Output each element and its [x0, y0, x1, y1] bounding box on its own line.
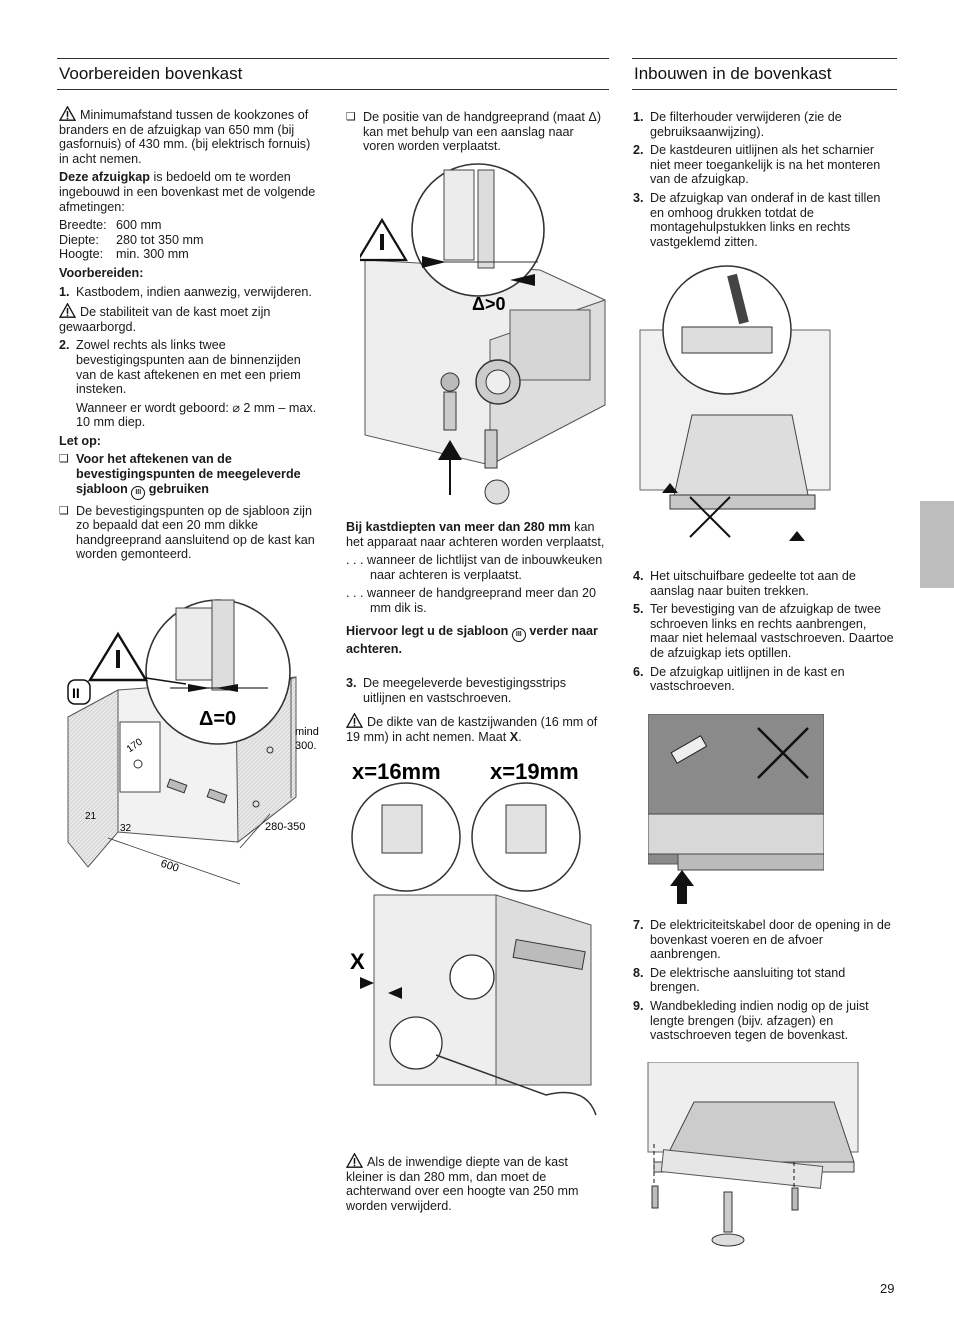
column-2-top: ❑De positie van de handgreeprand (maat Δ…	[346, 110, 608, 158]
header-rule-bottom-right	[632, 89, 897, 90]
figure-wall-cladding	[644, 1062, 860, 1250]
figure-cabinet-template: Δ=0 II mind 300. 600 280-350 170 21 32	[58, 592, 328, 897]
list-item: 1.De filterhouder verwijderen (zie de ge…	[633, 110, 842, 139]
section-title-voorbereiden: Voorbereiden bovenkast	[59, 64, 243, 83]
list-item: 5.Ter bevestiging van de afzuigkap de tw…	[633, 602, 894, 660]
label-dim-32: 32	[120, 823, 132, 834]
figure-mounting-strips: x=16mm x=19mm X	[346, 755, 611, 1130]
label-delta-greater-zero: Δ>0	[472, 294, 505, 314]
label-dim-21: 21	[85, 811, 97, 822]
dots-item: . . . wanneer de lichtlijst van de inbou…	[346, 553, 603, 582]
list-item: 2.Zowel rechts als links twee bevestigin…	[59, 338, 301, 397]
deep-text: kan het apparaat naar achteren worden ve…	[346, 520, 605, 549]
list-item: 3.De afzuigkap van onderaf in de kast ti…	[633, 190, 881, 249]
prep-title: Voorbereiden:	[59, 265, 144, 280]
dim-row: Breedte:600 mm	[59, 218, 162, 233]
list-item: 9.Wandbekleding indien nodig op de juist…	[633, 998, 869, 1043]
label-x16: x=16mm	[352, 759, 441, 784]
warning-minimum-distance: Minimumafstand tussen de kookzones of br…	[59, 108, 311, 166]
figure-hood-screws	[648, 714, 824, 906]
dim-row: Hoogte:min. 300 mm	[59, 247, 189, 262]
label-depth-280-350: 280-350	[265, 821, 305, 833]
column-3-top: 1.De filterhouder verwijderen (zie de ge…	[633, 110, 895, 253]
screw-icon	[484, 429, 498, 469]
warning-icon	[346, 713, 363, 729]
dots-item: . . . wanneer de handgreeprand meer dan …	[346, 586, 596, 615]
list-item: 6.De afzuigkap uitlijnen in de kast en v…	[633, 664, 845, 694]
column-1: Minimumafstand tussen de kookzones of br…	[59, 106, 321, 566]
intro-text: is bedoeld om te worden ingebouwd in een…	[59, 170, 316, 214]
list-item: 2.De kastdeuren uitlijnen als het scharn…	[633, 143, 881, 187]
checkbox-icon: ❑	[59, 504, 69, 517]
label-x: X	[350, 949, 365, 974]
intro-bold: Deze afzuigkap	[59, 170, 150, 185]
screw-icon	[723, 1191, 733, 1233]
warning-stability: De stabiliteit van de kast moet zijn gew…	[59, 305, 271, 334]
dim-row: Diepte:280 tot 350 mm	[59, 232, 204, 247]
side-tab-marker	[920, 501, 954, 588]
label-mind: mind	[295, 726, 319, 738]
warning-icon	[346, 1153, 363, 1168]
figure-handle-offset: Δ>0	[360, 160, 615, 505]
screw-icon	[670, 735, 708, 764]
cladding-panel	[660, 1149, 824, 1189]
list-item: 1.Kastbodem, indien aanwezig, verwijdere…	[59, 284, 312, 299]
label-template-number: II	[72, 685, 80, 701]
template-sheet	[119, 721, 161, 793]
template-badge-icon	[67, 679, 91, 705]
header-rule-bottom-left	[57, 89, 609, 90]
label-mind-value: 300.	[295, 740, 316, 752]
list-item: 8.De elektrische aansluiting tot stand b…	[633, 965, 846, 995]
template-badge: III	[131, 485, 146, 500]
label-x19: x=19mm	[490, 759, 579, 784]
list-item: 4.Het uitschuifbare gedeelte tot aan de …	[633, 569, 856, 598]
section-title-inbouwen: Inbouwen in de bovenkast	[634, 64, 832, 83]
checkbox-item: ❑De bevestigingspunten op de sjabloon zi…	[59, 503, 315, 562]
list-item: 3.De meegeleverde bevestigingsstrips uit…	[346, 676, 567, 705]
checkbox-item: ❑De positie van de handgreeprand (maat Δ…	[346, 110, 602, 154]
checkbox-item: ❑Voor het aftekenen van de bevestigingsp…	[59, 452, 301, 516]
let-op-title: Let op:	[59, 433, 101, 448]
checkbox-icon: ❑	[59, 453, 69, 466]
column-2-middle: Bij kastdiepten van meer dan 280 mm kan …	[346, 520, 608, 749]
list-item: 7.De elektriciteitskabel door de opening…	[633, 918, 891, 962]
warning-icon	[59, 106, 76, 121]
column-3-middle: 4.Het uitschuifbare gedeelte tot aan de …	[633, 569, 895, 698]
header-rule-top-left	[57, 58, 609, 59]
cabinet-left-door	[67, 689, 119, 868]
template-badge: III	[511, 627, 526, 642]
figure-hood-insert	[632, 265, 832, 555]
header-rule-top-right	[632, 58, 897, 59]
column-3-bottom: 7.De elektriciteitskabel door de opening…	[633, 918, 895, 1047]
warning-back-wall: Als de inwendige diepte van de kast klei…	[346, 1155, 579, 1213]
page-number: 29	[880, 1281, 895, 1296]
deep-bold: Bij kastdiepten van meer dan 280 mm	[346, 520, 571, 534]
screw-icon	[512, 939, 586, 971]
column-2-bottom: Als de inwendige diepte van de kast klei…	[346, 1153, 608, 1217]
label-width-600: 600	[159, 858, 180, 875]
label-delta-zero: Δ=0	[199, 708, 236, 730]
warning-icon	[59, 303, 76, 318]
checkbox-icon: ❑	[346, 111, 356, 123]
list-item-sub: Wanneer er wordt geboord: ⌀ 2 mm – max. …	[76, 400, 317, 430]
